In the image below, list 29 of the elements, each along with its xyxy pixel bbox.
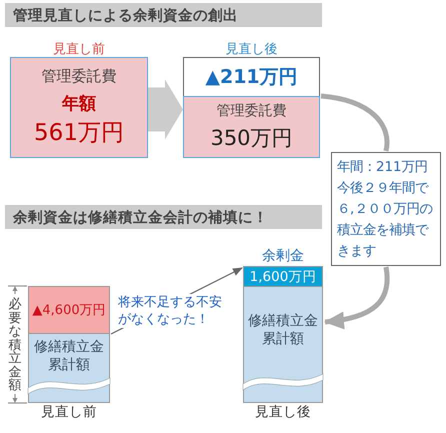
dimension-label: 必要な積立金額: [8, 298, 22, 392]
reserve-bar: [28, 333, 110, 403]
amount-text: ▲211万円: [205, 65, 298, 90]
heading-bar: 余剰資金は修繕積立金会計の補填に！: [5, 205, 322, 229]
surplus-bar: [243, 266, 323, 287]
note-text: 年間：211万円今後２９年間で６,２００万円の積立金を補填できます: [337, 158, 434, 260]
caption-text: 見直し後: [254, 403, 312, 421]
bar-label: 修繕積立金累計額: [33, 338, 105, 374]
caption-text: 余剰金: [261, 247, 305, 265]
cost-box: [10, 57, 148, 158]
reserve-bar: [243, 286, 323, 403]
amount-text: 1,600万円: [250, 268, 316, 286]
bar-label: 修繕積立金累計額: [247, 312, 319, 348]
amount-text: 350万円: [210, 125, 293, 152]
reduction-box: [183, 57, 320, 97]
amount-text: 561万円: [34, 119, 124, 148]
caption-text: 見直し前: [40, 403, 98, 421]
caption-text: 見直し後: [224, 41, 278, 58]
note-box: [331, 152, 441, 266]
cost-label: 管理委託費: [42, 67, 116, 86]
curved-arrow: [324, 266, 390, 329]
block-arrow: [148, 80, 183, 140]
shortfall-bar: [28, 286, 110, 334]
cost-box: [183, 96, 320, 158]
period-label: 年額: [62, 93, 96, 115]
heading-bar: 管理見直しによる余剰資金の創出: [5, 3, 322, 27]
amount-text: ▲4,600万円: [32, 302, 106, 319]
caption-text: 見直し前: [52, 41, 106, 58]
cost-label: 管理委託費: [216, 102, 286, 120]
